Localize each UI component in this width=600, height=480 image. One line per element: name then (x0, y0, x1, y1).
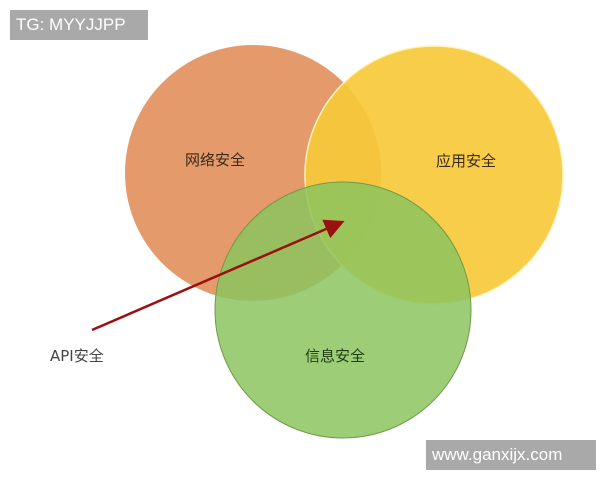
api-security-arrow (91, 219, 345, 332)
api-security-label: API安全 (50, 347, 104, 365)
application-security-label: 应用安全 (436, 152, 497, 170)
watermark-bottom-right: www.ganxijx.com (426, 440, 596, 470)
information-security-label: 信息安全 (305, 347, 366, 365)
network-security-label: 网络安全 (185, 151, 246, 169)
information-security-circle (214, 181, 472, 439)
watermark-top-left: TG: MYYJJPP (10, 10, 148, 40)
